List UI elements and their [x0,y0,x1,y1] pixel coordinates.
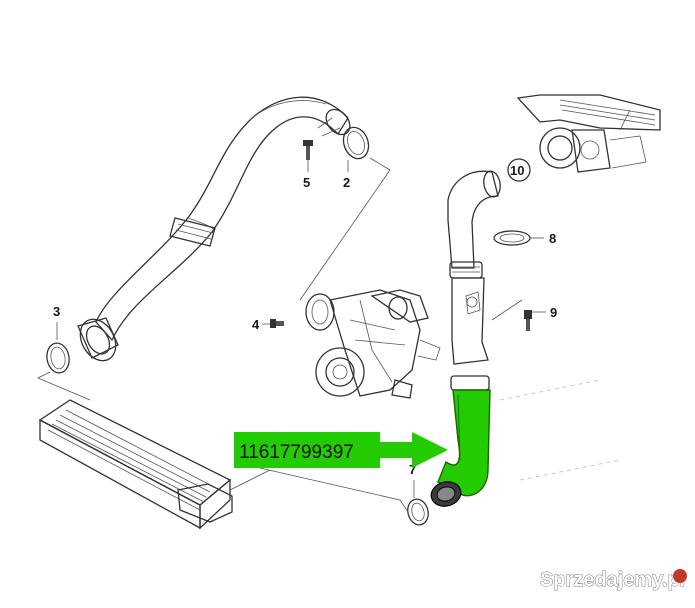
intercooler-fins [47,409,217,511]
charge-air-pipe-upper [447,170,501,391]
hose-end-clamp [77,317,119,362]
intercooler [38,399,233,530]
clamp-part-8: 8 [493,230,556,246]
callout-3: 3 [53,304,60,319]
clamp-ring-part-3: 3 [46,304,70,374]
watermark-text: Sprzedajemy.pl [540,569,685,591]
watermark-badge-icon [673,569,687,583]
callout-4: 4 [252,317,260,332]
callout-2: 2 [343,175,350,190]
highlighted-part-11617799397 [430,389,491,507]
leader-line-9 [491,299,523,321]
bolt-part-4: 4 [252,317,284,332]
leader-line-2 [299,157,391,301]
sensor-part-9: 9 [524,305,557,331]
callout-5: 5 [303,175,310,190]
upper-charge-air-hose [77,96,351,362]
pipe-ribbed-coupling [449,261,483,279]
leader-line-7 [259,467,409,513]
leader-line-intercooler [229,469,271,491]
part-number-label: 11617799397 [234,432,448,468]
turbocharger [305,289,441,399]
callout-9: 9 [550,305,557,320]
clamp-ring-part-7: 7 [407,462,429,526]
throttle-body-assembly [516,94,661,173]
callout-10-group: 10 [507,158,531,182]
watermark: Sprzedajemy.pl [540,569,687,591]
part-number-text: 11617799397 [239,442,354,463]
hose-top-connector [317,108,351,137]
clamp-ring-part-2: 2 [342,126,370,190]
callout-10: 10 [510,163,524,178]
hose-sleeve [169,217,216,247]
callout-8: 8 [549,231,556,246]
bolt-part-5: 5 [303,140,313,190]
leader-line-3 [37,371,91,401]
callout-7: 7 [409,462,416,477]
